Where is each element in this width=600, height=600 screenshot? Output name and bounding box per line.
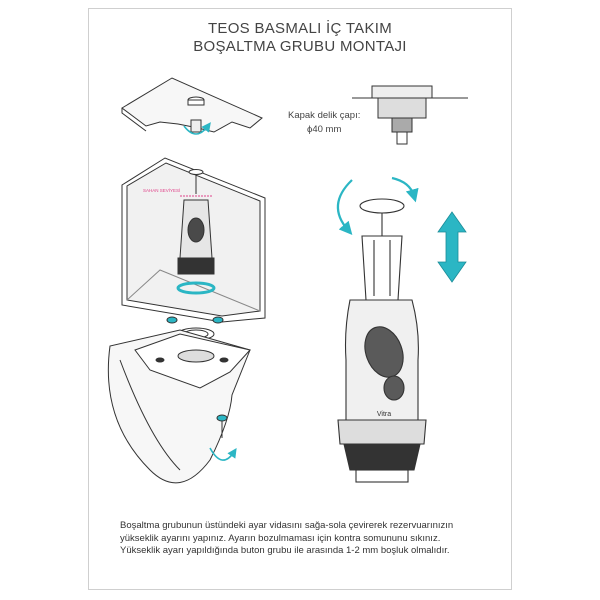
title-line-1: TEOS BASMALI İÇ TAKIM: [207, 20, 393, 37]
flush-valve-large: [337, 198, 427, 483]
rotate-arrow-right-icon: [391, 176, 419, 203]
height-adjust-arrow-icon: [437, 211, 467, 283]
water-level-label: SAHAN SEVİYESİ: [143, 188, 181, 193]
cover-detail: [352, 85, 468, 145]
bottom-fixing-screw: [216, 414, 228, 438]
assembly-description: Boşaltma grubunun üstündeki ayar vidasın…: [120, 520, 510, 558]
rotate-arrow-icon: [183, 122, 211, 135]
rotate-arrow-bottom-icon: [209, 447, 237, 461]
cover-hole-value: ϕ40 mm: [307, 124, 342, 135]
title-line-2: BOŞALTMA GRUBU MONTAJI: [193, 38, 407, 55]
flush-valve-small: [176, 169, 216, 295]
description-line-3: Yükseklik ayarı yapıldığında buton grubu…: [120, 545, 450, 556]
description-line-1: Boşaltma grubunun üstündeki ayar vidasın…: [120, 520, 454, 531]
cover-hole-label: Kapak delik çapı:: [288, 110, 361, 121]
description-line-2: yükseklik ayarını yapınız. Ayarın bozulm…: [120, 532, 441, 544]
brand-label: Vitra: [377, 411, 391, 418]
push-button-top: [187, 96, 205, 133]
toilet-bowl: [107, 329, 251, 484]
rotate-arrow-left-icon: [336, 179, 353, 235]
